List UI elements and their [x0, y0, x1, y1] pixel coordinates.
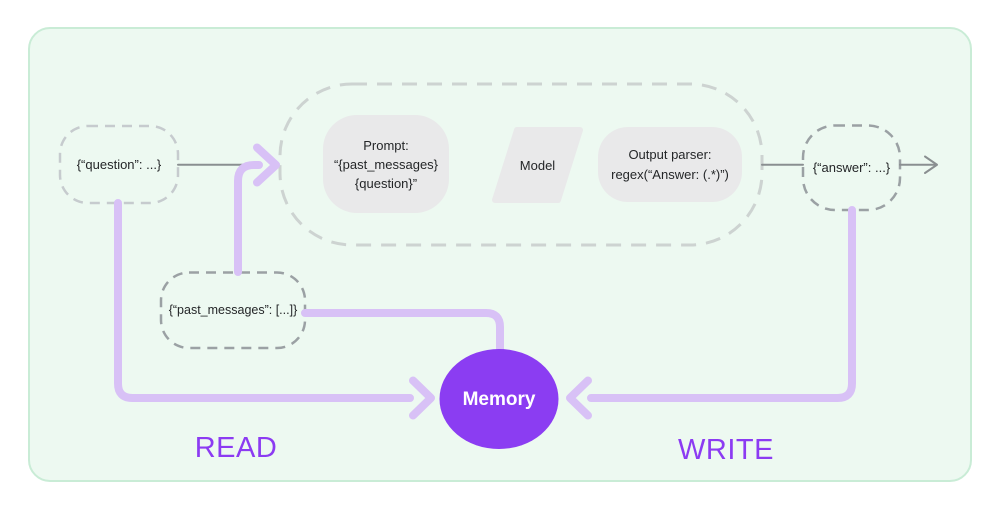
right-arrowhead-icon: [924, 155, 938, 174]
past-messages-to-memory-line: [301, 309, 504, 360]
output-parser-line-1: Output parser:: [628, 146, 712, 162]
write-annotation: WRITE: [678, 433, 774, 466]
read-flow-line: [114, 199, 414, 402]
output-parser-line-2: regex(“Answer: (.*)”): [611, 166, 729, 182]
prompt-node: Prompt: “{past_messages} {question}”: [323, 115, 449, 213]
prompt-node-line-3: {question}”: [354, 175, 418, 191]
output-parser-node: Output parser: regex(“Answer: (.*)”): [598, 127, 742, 202]
read-arrowhead-icon: [409, 376, 435, 420]
chain-input-flow-line: [234, 161, 263, 276]
write-arrowhead-icon: [566, 376, 592, 420]
chain-input-arrowhead-icon: [253, 143, 280, 187]
model-node-shape: [492, 127, 583, 203]
write-flow-line: [587, 206, 856, 402]
model-node-label: Model: [519, 157, 556, 173]
read-annotation: READ: [194, 431, 278, 464]
answer-node-label: {“answer”: ...}: [812, 160, 891, 175]
past-messages-node-label: {“past_messages”: [...]}: [168, 302, 298, 317]
prompt-node-line-2: “{past_messages}: [333, 156, 439, 172]
memory-node-label: Memory: [462, 388, 536, 410]
prompt-node-line-1: Prompt:: [363, 137, 409, 153]
memory-node-shape: [439, 349, 559, 449]
question-node-label: {“question”: ...}: [76, 157, 162, 172]
